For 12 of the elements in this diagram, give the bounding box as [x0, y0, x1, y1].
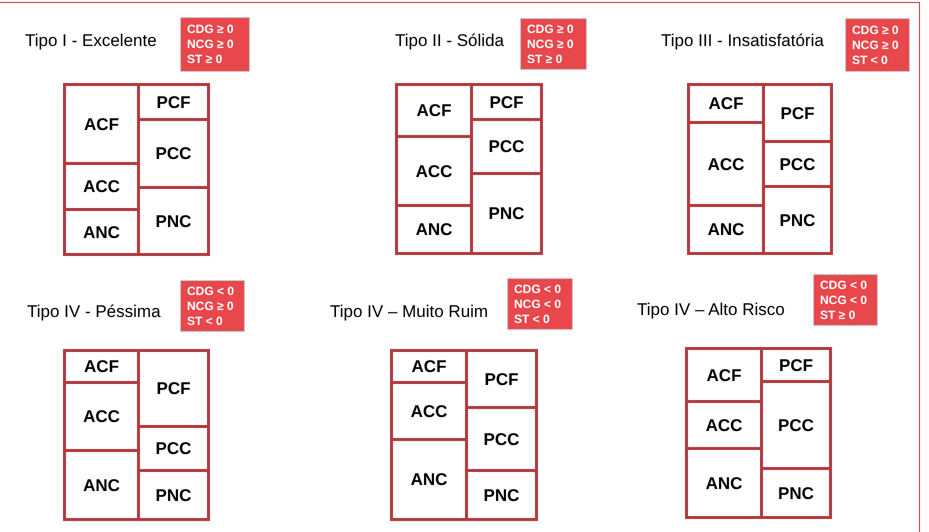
condition-badge: CDG < 0 NCG ≥ 0 ST < 0: [180, 280, 245, 332]
condition-badge: CDG < 0 NCG < 0 ST ≥ 0: [813, 274, 878, 326]
condition-badge: CDG ≥ 0 NCG ≥ 0 ST ≥ 0: [180, 17, 250, 72]
type-title: Tipo IV – Muito Ruim: [330, 301, 488, 323]
type-title: Tipo IV – Alto Risco: [637, 299, 785, 321]
type-title: Tipo I - Excelente: [25, 30, 157, 52]
type-title: Tipo IV - Péssima: [27, 301, 161, 323]
condition-badge: CDG ≥ 0 NCG ≥ 0 ST ≥ 0: [520, 18, 587, 70]
condition-badge: CDG < 0 NCG < 0 ST < 0: [507, 278, 573, 330]
condition-badge: CDG ≥ 0 NCG ≥ 0 ST < 0: [845, 18, 910, 72]
type-title: Tipo II - Sólida: [395, 30, 504, 52]
type-title: Tipo III - Insatisfatória: [661, 30, 824, 52]
